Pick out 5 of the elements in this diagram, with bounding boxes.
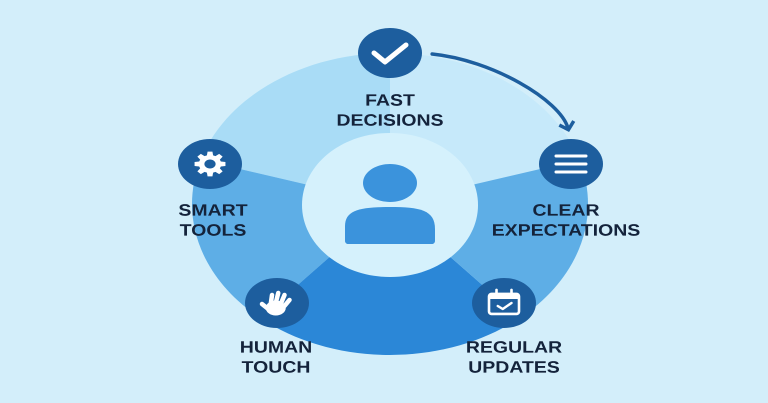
- node-label: REGULAR UPDATES: [467, 341, 562, 373]
- person-silhouette: [302, 133, 478, 277]
- node-label: HUMAN TOUCH: [241, 341, 311, 373]
- node-label: FAST DECISIONS: [338, 94, 443, 126]
- arrow: [430, 52, 576, 132]
